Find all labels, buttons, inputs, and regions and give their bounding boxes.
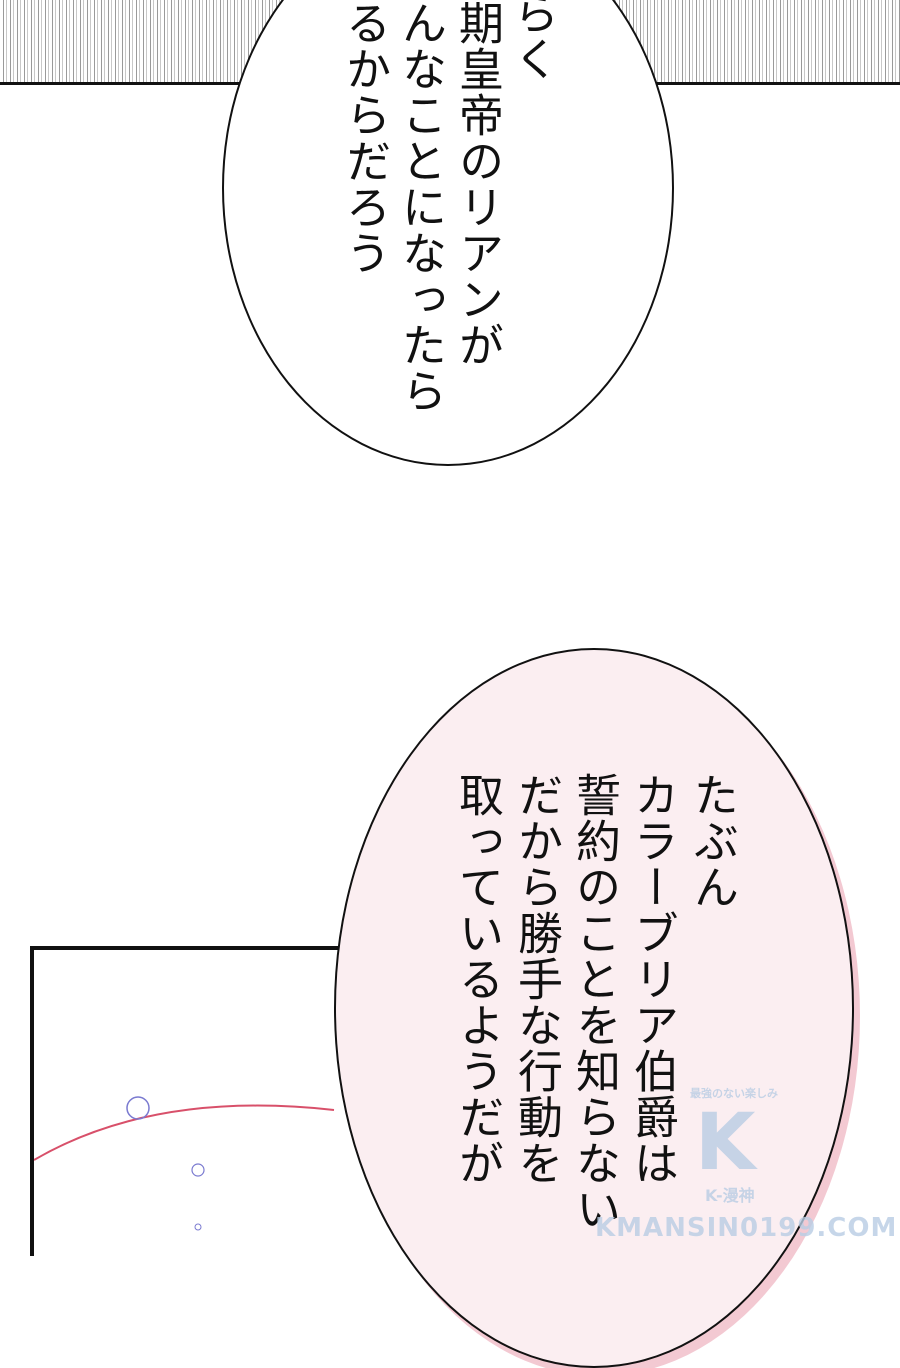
bubble-text-line: 誓約のことを知らない xyxy=(568,772,621,1232)
watermark-brand: K-漫神 xyxy=(705,1186,755,1205)
speech-bubble-top xyxy=(222,0,674,466)
bubble-text-line: んなことになったら xyxy=(394,0,447,414)
panel-frame-top xyxy=(30,946,342,950)
bubble-text-line: カラーブリア伯爵は xyxy=(626,772,679,1186)
bubble-text-line: るからだろう xyxy=(338,0,391,276)
panel-frame-left xyxy=(30,946,34,1256)
bubble-text-line: だから勝手な行動を xyxy=(510,772,563,1186)
speech-bubble-pink xyxy=(334,648,854,1368)
bubble-text-line: 期皇帝のリアンが xyxy=(451,0,504,368)
panel-artwork xyxy=(34,1096,335,1231)
watermark-tagline: 最強のない楽しみ xyxy=(690,1087,778,1100)
watermark-logo: K xyxy=(695,1098,756,1188)
bubble-text-line: 取っているようだが xyxy=(451,772,504,1186)
bubble-text-line: たぶん xyxy=(686,772,739,910)
watermark-url: KMANSIN0199.COM xyxy=(595,1213,898,1243)
bubble-text-line: らく xyxy=(506,0,559,82)
